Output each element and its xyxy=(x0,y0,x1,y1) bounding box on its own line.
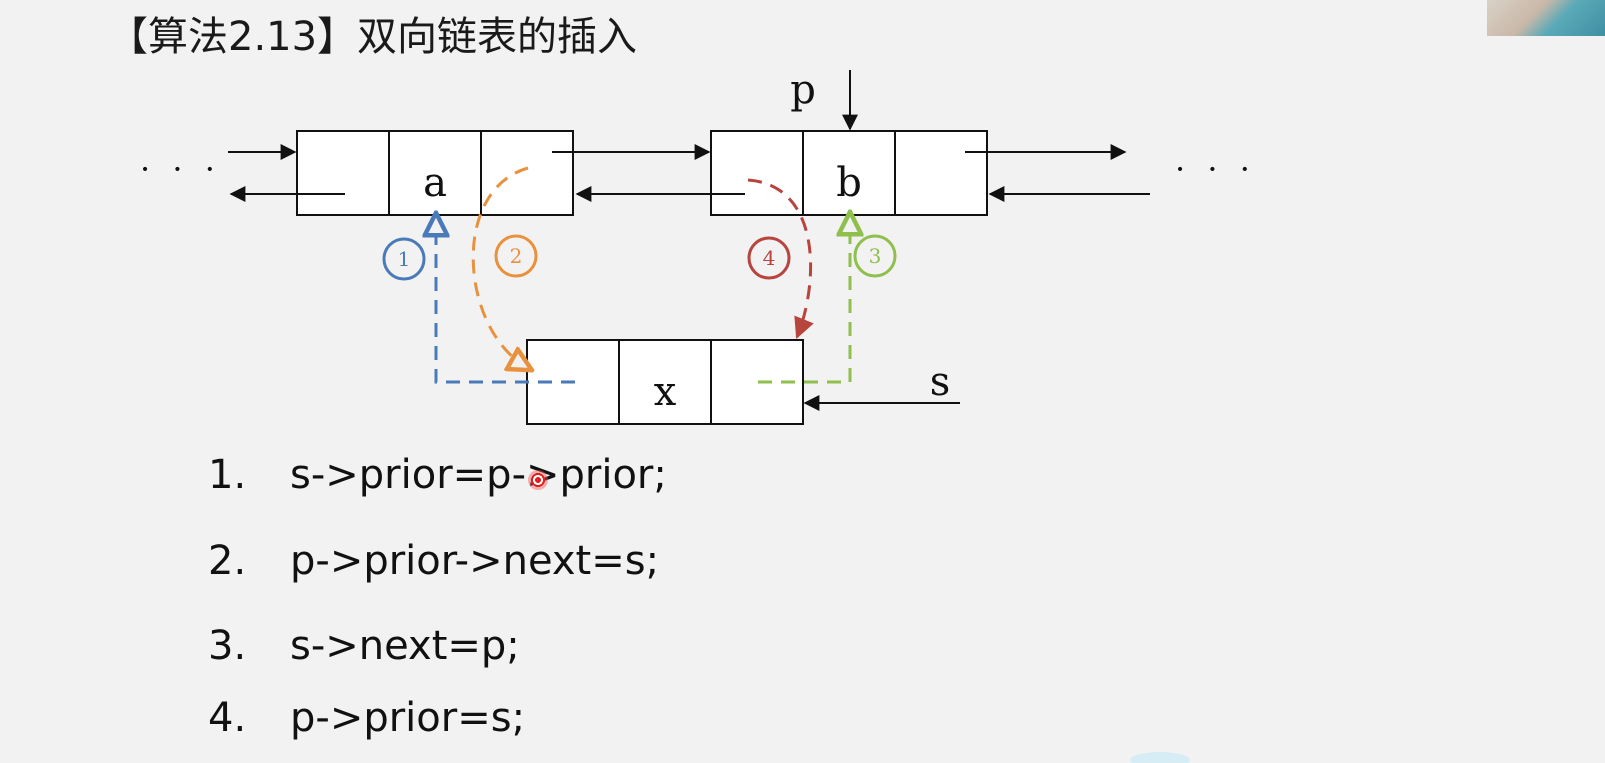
node-a-value: a xyxy=(423,160,447,206)
code-line-1: 1. s->prior=p->prior; xyxy=(208,452,667,498)
step-4-badge: 4 xyxy=(747,236,791,280)
node-b: b xyxy=(710,130,988,216)
code-line-text: s->next=p; xyxy=(290,623,520,669)
decorative-shape xyxy=(1130,752,1190,763)
step-1-number: 1 xyxy=(398,247,411,271)
step-1-badge: 1 xyxy=(382,237,426,281)
step-2-badge: 2 xyxy=(494,234,538,278)
step-2-number: 2 xyxy=(510,244,523,268)
node-b-box xyxy=(710,130,988,216)
step-3-badge: 3 xyxy=(853,234,897,278)
code-line-4: 4. p->prior=s; xyxy=(208,695,525,741)
pointer-cursor-icon xyxy=(528,470,548,490)
ellipsis-left: · · · xyxy=(140,150,221,188)
step-2-link xyxy=(471,166,528,368)
step-4-number: 4 xyxy=(763,246,776,270)
code-line-number: 4. xyxy=(208,695,247,741)
node-x-value: x xyxy=(654,369,677,415)
step-4-link xyxy=(747,178,814,339)
code-line-text: s->prior=p->prior; xyxy=(290,452,667,498)
step-3-number: 3 xyxy=(869,244,882,268)
pointer-s-label: s xyxy=(930,359,951,405)
slide-title: 【算法2.13】双向链表的插入 xyxy=(108,14,638,60)
code-line-number: 2. xyxy=(208,538,247,584)
node-a-box xyxy=(296,130,574,216)
code-line-3: 3. s->next=p; xyxy=(208,623,520,669)
code-line-text: p->prior=s; xyxy=(290,695,526,741)
webcam-thumbnail xyxy=(1487,0,1605,36)
step-1-link xyxy=(436,224,575,384)
ellipsis-right: · · · xyxy=(1175,150,1256,188)
step-3-link xyxy=(758,223,850,384)
code-line-text: p->prior->next=s; xyxy=(290,538,660,584)
code-line-number: 1. xyxy=(208,452,247,498)
node-a: a xyxy=(296,130,574,216)
pointer-p-label: p xyxy=(790,67,816,113)
code-line-number: 3. xyxy=(208,623,247,669)
code-line-2: 2. p->prior->next=s; xyxy=(208,538,659,584)
node-b-value: b xyxy=(836,160,862,206)
